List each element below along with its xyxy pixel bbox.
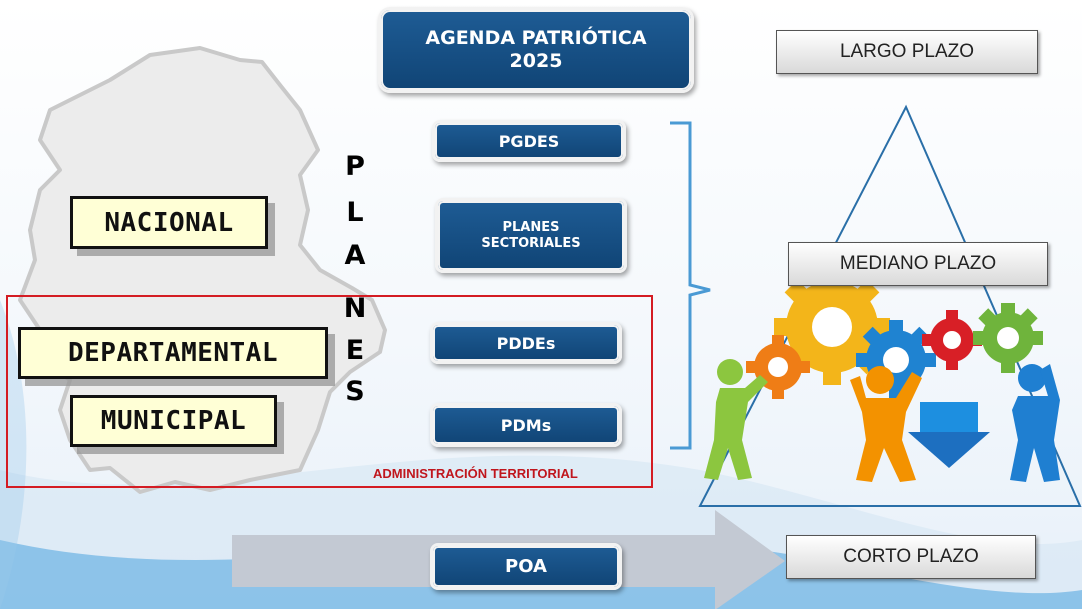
planes-letter-n: N	[343, 293, 367, 324]
departamental-label: DEPARTAMENTAL	[18, 327, 328, 379]
pgdes-label: PGDES	[498, 131, 560, 151]
bolivia-map-icon	[18, 46, 387, 494]
nacional-text: NACIONAL	[104, 207, 234, 238]
corto-plazo-text: CORTO PLAZO	[843, 546, 979, 567]
pddes-label: PDDEs	[496, 333, 556, 353]
planes-sectoriales-line1: PLANES	[502, 219, 560, 235]
nacional-label: NACIONAL	[70, 196, 268, 249]
planes-sectoriales-box: PLANES SECTORIALES	[435, 198, 627, 273]
agenda-title: AGENDA PATRIÓTICA	[425, 27, 647, 49]
largo-plazo-text: LARGO PLAZO	[839, 41, 975, 62]
administracion-territorial-label: ADMINISTRACIÓN TERRITORIAL	[373, 466, 578, 481]
planes-sectoriales-line2: SECTORIALES	[481, 235, 581, 251]
planes-letter-s: S	[345, 376, 365, 407]
administracion-territorial-frame	[6, 295, 653, 488]
planes-letter-e: E	[345, 335, 365, 366]
agenda-patriotica-box: AGENDA PATRIÓTICA 2025	[378, 7, 694, 93]
pgdes-box: PGDES	[432, 120, 626, 162]
departamental-text: DEPARTAMENTAL	[68, 338, 278, 368]
municipal-label: MUNICIPAL	[70, 395, 277, 447]
pdms-label: PDMs	[500, 415, 552, 435]
mediano-plazo-label: MEDIANO PLAZO	[788, 242, 1048, 286]
poa-box: POA	[430, 543, 622, 590]
teamwork-gears-icon	[704, 269, 1060, 482]
pdms-box: PDMs	[430, 403, 622, 447]
mediano-plazo-text: MEDIANO PLAZO	[839, 253, 997, 274]
corto-plazo-label: CORTO PLAZO	[786, 535, 1036, 579]
pddes-box: PDDEs	[430, 322, 622, 364]
poa-label: POA	[505, 556, 547, 577]
planes-letter-a: A	[344, 240, 366, 271]
planes-letter-p: P	[345, 151, 365, 182]
planes-letter-l: L	[346, 197, 364, 228]
agenda-year: 2025	[509, 50, 563, 72]
municipal-text: MUNICIPAL	[100, 406, 247, 436]
largo-plazo-label: LARGO PLAZO	[776, 30, 1038, 74]
plans-bracket	[670, 121, 711, 450]
